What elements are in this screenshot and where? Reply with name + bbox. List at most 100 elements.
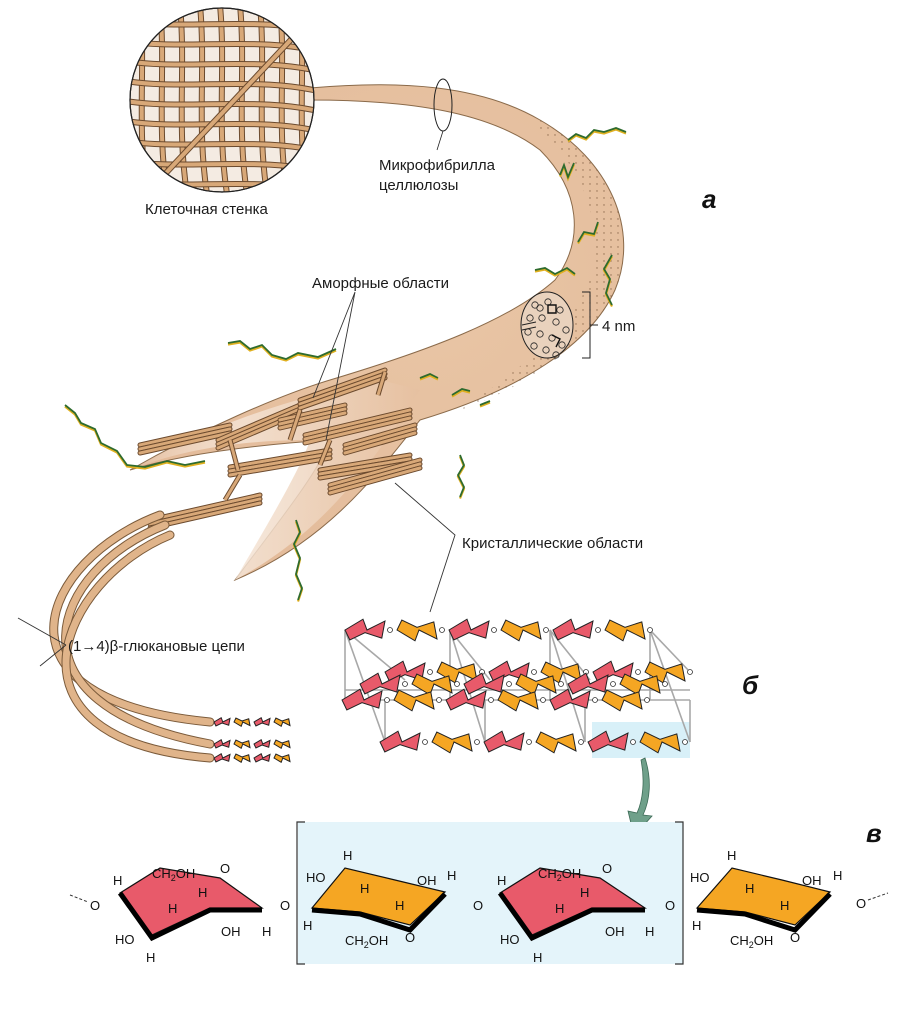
glucose-unit-orange (639, 731, 681, 754)
chain-cross-section (558, 341, 566, 349)
glycosidic-oxygen (540, 697, 546, 703)
panel-label-a: а (702, 184, 716, 214)
chain-cross-section (536, 330, 544, 338)
hemicellulose-chain (567, 127, 627, 141)
glucose-unit-orange (619, 673, 661, 696)
chain-cross-section (538, 314, 546, 322)
panel-label-b: б (742, 670, 759, 700)
bracket-left (296, 821, 305, 965)
atom-label: H (745, 881, 754, 896)
chain-cross-section (562, 326, 570, 334)
label-microfibril-2: целлюлозы (379, 177, 458, 194)
glucose-unit-orange (604, 619, 646, 642)
atom-label: H (555, 901, 564, 916)
cell-wall-magnified (129, 7, 315, 193)
glycosidic-oxygen (422, 739, 428, 745)
atom-label: H (533, 950, 542, 965)
atom-label: H (343, 848, 352, 863)
hemicellulose-chain (419, 373, 439, 379)
atom-label: H (580, 885, 589, 900)
atom-label: O (90, 898, 100, 913)
atom-label: H (113, 873, 122, 888)
glucose-unit-red (253, 716, 271, 727)
glycosidic-oxygen (387, 627, 393, 633)
lattice-bond (649, 629, 691, 673)
glucose-unit-red (213, 738, 231, 749)
atom-label: H (447, 868, 456, 883)
bracket-right (675, 821, 684, 965)
label-amorphous: Аморфные области (312, 275, 449, 292)
atom-label: H (146, 950, 155, 965)
chain-continuation (69, 894, 89, 903)
glucose-unit-red (587, 730, 629, 753)
glucose-unit-orange (497, 689, 539, 712)
glycosidic-oxygen (543, 627, 549, 633)
glucose-unit-orange (396, 619, 438, 642)
glycosidic-oxygen (644, 697, 650, 703)
glucose-unit-red (213, 716, 231, 727)
glucose-unit-orange (233, 717, 251, 728)
glucose-unit-red (253, 738, 271, 749)
atom-label: OH (417, 873, 437, 888)
atom-label: H (833, 868, 842, 883)
glucose-unit-orange (273, 717, 291, 728)
atom-label: H (395, 898, 404, 913)
glucose-unit-orange (500, 619, 542, 642)
atom-label: O (602, 861, 612, 876)
atom-label: O (473, 898, 483, 913)
glycosidic-oxygen (630, 739, 636, 745)
glucose-unit-orange (601, 689, 643, 712)
ring-front-edge (117, 891, 262, 942)
atom-label: HO (115, 932, 135, 947)
glucose-unit-orange (411, 673, 453, 696)
atom-label: O (856, 896, 866, 911)
atom-label-ch2oh: CH2OH (345, 933, 388, 950)
glycosidic-oxygen (491, 627, 497, 633)
chain-cross-section (536, 304, 544, 312)
diameter-bracket (582, 291, 598, 359)
atom-label: OH (605, 924, 625, 939)
glucose-unit-orange (535, 731, 577, 754)
lattice-bond (649, 629, 691, 743)
glucose-unit-red (549, 688, 591, 711)
hemicellulose-chain (534, 266, 576, 276)
lattice-bond (549, 629, 586, 743)
atom-label: O (665, 898, 675, 913)
atom-label: O (790, 930, 800, 945)
atom-label: H (168, 901, 177, 916)
leader-lines (17, 291, 456, 667)
label-crystalline: Кристаллические области (462, 535, 643, 552)
atom-label-ch2oh: CH2OH (152, 866, 195, 883)
glycosidic-oxygen (610, 681, 616, 687)
glucose-unit-red (379, 730, 421, 753)
hemicellulose-chain (577, 221, 599, 243)
ring-front-edge (311, 892, 447, 933)
glycosidic-oxygen (402, 681, 408, 687)
hemicellulose-chain (64, 404, 206, 468)
glucose-unit-chain-ends (213, 716, 291, 764)
glycosidic-oxygen (474, 739, 480, 745)
ring-front-edge (696, 892, 832, 933)
atom-label-ch2oh: CH2OH (730, 933, 773, 950)
chain-cross-section (548, 334, 556, 342)
atom-label: O (405, 930, 415, 945)
glycosidic-oxygen (488, 697, 494, 703)
atom-label: H (497, 873, 506, 888)
hemicellulose-chain (227, 340, 337, 360)
glycosidic-oxygen (439, 627, 445, 633)
chain-cross-section (542, 346, 550, 354)
glycosidic-oxygen (427, 669, 433, 675)
atom-label: H (645, 924, 654, 939)
atom-label: HO (306, 870, 326, 885)
glycosidic-oxygen (578, 739, 584, 745)
glycosidic-oxygen (595, 627, 601, 633)
label-glucan-chains: (1→4)β-глюкановые цепи (68, 638, 245, 655)
atom-label-ch2oh: CH2OH (538, 866, 581, 883)
atom-label: O (220, 861, 230, 876)
glycosidic-oxygen (531, 669, 537, 675)
atom-label: HO (500, 932, 520, 947)
label-microfibril-1: Микрофибрилла (379, 157, 496, 174)
glycosidic-oxygen (454, 681, 460, 687)
